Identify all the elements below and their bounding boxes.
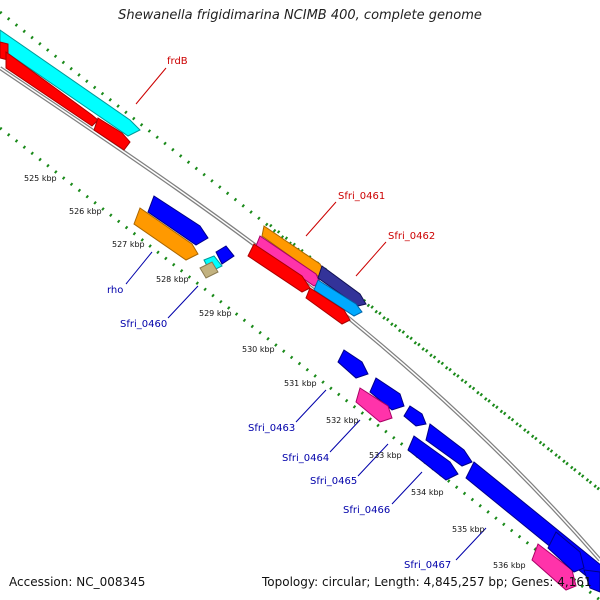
gene-labels: frdB Sfri_0461 Sfri_0462 rho Sfri_0460 S…: [107, 56, 451, 571]
feature-blue-531[interactable]: [369, 377, 405, 411]
leader-rho: [125, 251, 153, 285]
scale-label: 526 kbp: [69, 207, 102, 216]
map-title: Shewanella frigidimarina NCIMB 400, comp…: [118, 8, 482, 23]
feature-navy-sfri0462[interactable]: [317, 265, 367, 307]
scale-label: 529 kbp: [199, 309, 232, 318]
leader-sfri0460: [167, 285, 199, 319]
backbone-line: [0, 66, 600, 562]
feature-blue-537[interactable]: [547, 531, 585, 573]
gene-label-rho[interactable]: rho: [107, 285, 123, 296]
feature-blue-532[interactable]: [403, 405, 427, 427]
leader-sfri0467: [455, 527, 487, 561]
feature-cyan-frdB[interactable]: [0, 29, 141, 137]
feature-blue-526[interactable]: [147, 195, 209, 246]
leader-sfri0461: [305, 201, 337, 237]
feature-blue-530[interactable]: [337, 349, 369, 379]
gene-label-sfri0465[interactable]: Sfri_0465: [310, 476, 357, 487]
scale-label: 527 kbp: [112, 240, 145, 249]
leader-sfri0464: [329, 419, 361, 453]
leader-sfri0466: [391, 471, 423, 505]
scale-label: 525 kbp: [24, 174, 57, 183]
gene-label-sfri0467[interactable]: Sfri_0467: [404, 560, 451, 571]
leader-sfri0463: [295, 389, 327, 423]
feature-red-forward-3[interactable]: [93, 117, 131, 151]
feature-red-forward-4[interactable]: [247, 243, 311, 293]
scale-label: 535 kbp: [452, 525, 485, 534]
gene-label-sfri0466[interactable]: Sfri_0466: [343, 505, 390, 516]
scale-label: 534 kbp: [411, 488, 444, 497]
scale-label: 536 kbp: [493, 561, 526, 570]
scale-labels: 525 kbp 526 kbp 527 kbp 528 kbp 529 kbp …: [24, 174, 526, 570]
feature-red-forward-2[interactable]: [5, 51, 99, 127]
leader-sfri0465: [357, 443, 389, 477]
feature-cyan-sfri0462[interactable]: [313, 279, 363, 317]
feature-orange-rho[interactable]: [133, 207, 199, 261]
feature-blue-528[interactable]: [215, 245, 235, 265]
leader-sfri0462: [355, 241, 387, 277]
genome-summary: Topology: circular; Length: 4,845,257 bp…: [262, 575, 592, 589]
gene-label-frdB[interactable]: frdB: [167, 56, 188, 67]
gene-label-sfri0463[interactable]: Sfri_0463: [248, 423, 295, 434]
feature-red-forward-5[interactable]: [305, 287, 351, 325]
gene-label-sfri0460[interactable]: Sfri_0460: [120, 319, 167, 330]
scale-label: 531 kbp: [284, 379, 317, 388]
feature-khaki-sfri0460[interactable]: [199, 261, 219, 279]
gene-label-sfri0461[interactable]: Sfri_0461: [338, 191, 385, 202]
feature-blue-534[interactable]: [407, 435, 459, 481]
scale-label: 533 kbp: [369, 451, 402, 460]
scale-label: 530 kbp: [242, 345, 275, 354]
feature-blue-533[interactable]: [425, 423, 473, 467]
accession-text: Accession: NC_008345: [9, 575, 146, 589]
scale-label: 528 kbp: [156, 275, 189, 284]
feature-pink-536[interactable]: [531, 543, 577, 591]
feature-blue-538[interactable]: [583, 569, 600, 593]
scale-label: 532 kbp: [326, 416, 359, 425]
leader-frdB: [135, 67, 167, 105]
gene-label-sfri0464[interactable]: Sfri_0464: [282, 453, 329, 464]
backbone-line-inner: [0, 67, 600, 561]
gene-label-sfri0462[interactable]: Sfri_0462: [388, 231, 435, 242]
dotted-track-inner: [0, 126, 600, 600]
feature-pink-sfri0463[interactable]: [355, 387, 393, 423]
